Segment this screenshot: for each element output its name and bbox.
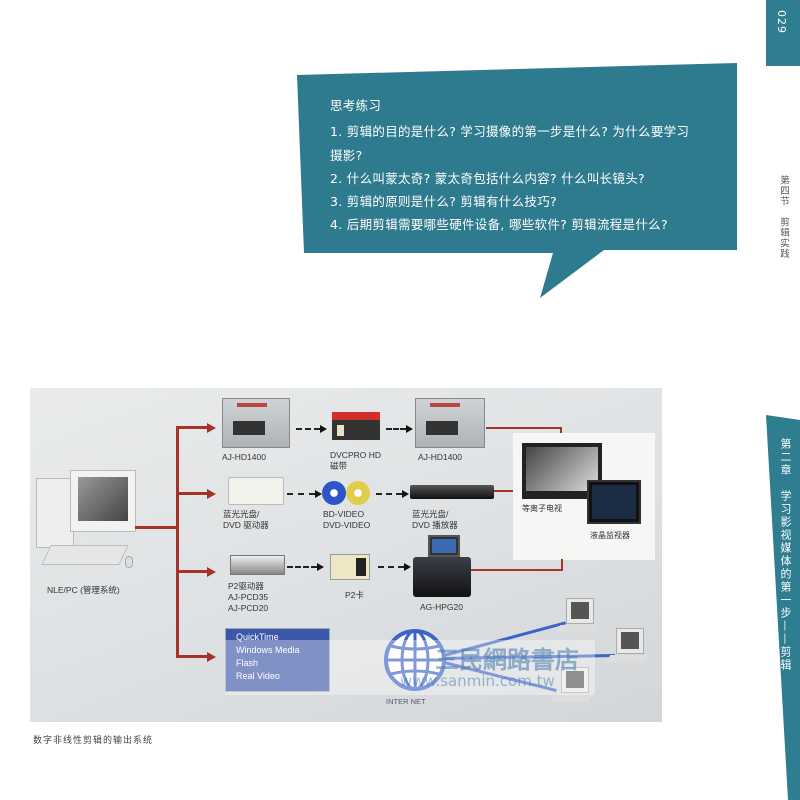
client-computer-icon bbox=[555, 598, 599, 636]
pc-label: NLE/PC (管理系统) bbox=[47, 585, 120, 595]
connector-line bbox=[176, 426, 179, 658]
p2-card-icon bbox=[330, 554, 370, 580]
row3-media-label: P2卡 bbox=[345, 590, 364, 600]
dashed-arrow bbox=[378, 566, 404, 568]
label-line: AJ-PCD20 bbox=[228, 603, 269, 613]
arrow-icon bbox=[207, 423, 216, 433]
exercise-line: 2. 什么叫蒙太奇? 蒙太奇包括什么内容? 什么叫长镜头? bbox=[330, 171, 645, 186]
figure-caption: 数字非线性剪辑的输出系统 bbox=[33, 736, 154, 746]
format-item: Real Video bbox=[236, 671, 280, 681]
dashed-arrow bbox=[296, 428, 320, 430]
connector-line bbox=[560, 427, 562, 435]
connector-line bbox=[176, 570, 208, 573]
watermark-name: 三民網路書店 bbox=[435, 645, 579, 674]
page-number: 029 bbox=[775, 10, 788, 34]
format-item: Flash bbox=[236, 658, 259, 668]
arrow-icon bbox=[315, 490, 322, 498]
row2-source-label: 蓝光光盘/DVD 驱动器 bbox=[223, 509, 269, 531]
connector-line bbox=[494, 490, 514, 492]
exercise-title: 思考练习 bbox=[330, 98, 382, 113]
connector-line bbox=[486, 427, 562, 429]
dashed-arrow bbox=[376, 493, 402, 495]
dashed-arrow bbox=[287, 566, 317, 568]
connector-line bbox=[471, 569, 563, 571]
chapter-title: 第二章 学习影视媒体的第一步——剪辑 bbox=[779, 438, 792, 672]
formats-box: QuickTime Windows Media Flash Real Video bbox=[225, 628, 330, 692]
watermark-url: www.sanmin.com.tw bbox=[400, 672, 555, 690]
label-line: 蓝光光盘/ bbox=[223, 509, 260, 519]
connector-line bbox=[135, 526, 178, 529]
label-line: DVCPRO HD bbox=[330, 450, 382, 460]
vtr-deck-icon bbox=[415, 398, 485, 448]
arrow-icon bbox=[207, 567, 216, 577]
label-line: 磁带 bbox=[330, 461, 348, 471]
label-line: AJ-PCD35 bbox=[228, 592, 269, 602]
dvd-disc-icon bbox=[346, 481, 370, 505]
label-line: P2驱动器 bbox=[228, 581, 264, 591]
exercise-line: 摄影? bbox=[330, 148, 363, 163]
mouse-icon bbox=[125, 556, 133, 568]
section-title: 第四节 剪辑实践 bbox=[778, 175, 789, 259]
bd-drive-icon bbox=[228, 477, 284, 505]
connector-line bbox=[176, 492, 208, 495]
exercise-line: 1. 剪辑的目的是什么? 学习摄像的第一步是什么? 为什么要学习 bbox=[330, 124, 690, 139]
ag-hpg20-icon bbox=[413, 557, 471, 597]
plasma-label: 等离子电视 bbox=[522, 504, 562, 513]
pc-monitor-icon bbox=[70, 470, 136, 532]
page-number-tab: 029 bbox=[766, 0, 800, 66]
arrow-icon bbox=[402, 490, 409, 498]
dashed-arrow bbox=[386, 428, 406, 430]
bd-player-icon bbox=[410, 485, 494, 499]
tape-icon bbox=[332, 412, 380, 440]
lcd-label: 液晶监视器 bbox=[590, 531, 630, 540]
client-computer-icon bbox=[605, 628, 649, 666]
label-line: 蓝光光盘/ bbox=[412, 509, 449, 519]
format-item: Windows Media bbox=[236, 645, 300, 655]
connector-line bbox=[176, 426, 208, 429]
label-line: BD-VIDEO bbox=[323, 509, 365, 519]
arrow-icon bbox=[406, 425, 413, 433]
pc-tower-icon bbox=[36, 478, 74, 548]
row2-player-label: 蓝光光盘/DVD 播放器 bbox=[412, 509, 458, 531]
bd-disc-icon bbox=[322, 481, 346, 505]
camera-screen-icon bbox=[428, 535, 460, 557]
keyboard-icon bbox=[41, 545, 129, 565]
row1-player-label: AJ-HD1400 bbox=[418, 452, 462, 462]
row1-source-label: AJ-HD1400 bbox=[222, 452, 266, 462]
row3-player-label: AG-HPG20 bbox=[420, 602, 463, 612]
label-line: DVD-VIDEO bbox=[323, 520, 371, 530]
watermark: 三民網路書店 www.sanmin.com.tw bbox=[225, 640, 595, 695]
dashed-arrow bbox=[287, 493, 315, 495]
arrow-icon bbox=[207, 489, 216, 499]
arrow-icon bbox=[317, 563, 324, 571]
client-computer-icon bbox=[550, 667, 594, 705]
arrow-icon bbox=[320, 425, 327, 433]
arrow-icon bbox=[404, 563, 411, 571]
p2-drive-icon bbox=[230, 555, 285, 575]
format-item: QuickTime bbox=[236, 632, 279, 642]
vtr-deck-icon bbox=[222, 398, 290, 448]
arrow-icon bbox=[207, 652, 216, 662]
internet-label: INTER NET bbox=[386, 697, 426, 706]
connector-line bbox=[561, 559, 563, 571]
label-line: DVD 播放器 bbox=[412, 520, 458, 530]
connector-line bbox=[176, 655, 208, 658]
globe-icon bbox=[384, 629, 446, 691]
exercise-line: 4. 后期剪辑需要哪些硬件设备, 哪些软件? 剪辑流程是什么? bbox=[330, 217, 668, 232]
label-line: DVD 驱动器 bbox=[223, 520, 269, 530]
exercise-line: 3. 剪辑的原则是什么? 剪辑有什么技巧? bbox=[330, 194, 557, 209]
lcd-monitor-icon bbox=[587, 480, 641, 524]
